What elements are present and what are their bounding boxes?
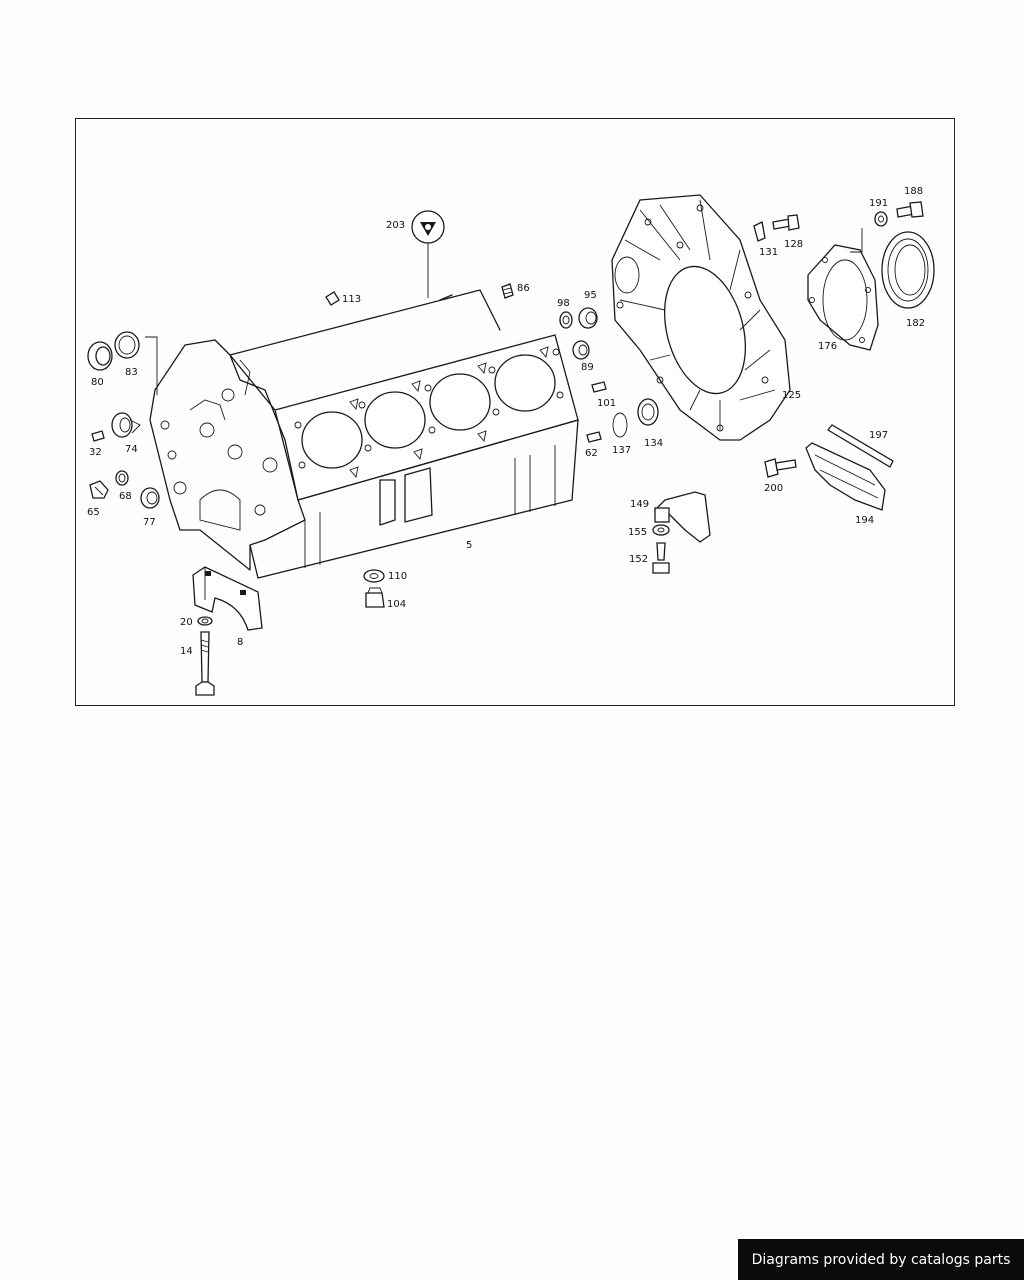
- pin-101: [591, 381, 607, 393]
- callout-101: 101: [597, 398, 616, 409]
- callout-155: 155: [628, 527, 647, 538]
- callout-32: 32: [89, 447, 102, 458]
- plug-65: [89, 480, 109, 499]
- pin-62: [586, 431, 602, 443]
- callout-labels: 203 113 86 98 95 89 101 62 137 134 80 83…: [87, 186, 925, 657]
- callout-20: 20: [180, 617, 193, 628]
- callout-68: 68: [119, 491, 132, 502]
- callout-95: 95: [584, 290, 597, 301]
- ring-137: [612, 412, 628, 438]
- callout-98: 98: [557, 298, 570, 309]
- ring-68: [115, 470, 129, 486]
- plug-104: [365, 587, 385, 608]
- ring-83: [114, 331, 140, 359]
- clip-131: [753, 221, 766, 242]
- callout-83: 83: [125, 367, 138, 378]
- bolt-200: [764, 458, 797, 478]
- engine-block: [149, 289, 579, 579]
- cap-bolt: [195, 631, 215, 696]
- plug-110: [363, 569, 385, 583]
- diagram-frame: [75, 118, 955, 706]
- callout-89: 89: [581, 362, 594, 373]
- credit-text: Diagrams provided by catalogs parts: [751, 1251, 1011, 1268]
- seal-80: [87, 341, 113, 371]
- callout-152: 152: [629, 554, 648, 565]
- callout-188: 188: [904, 186, 923, 197]
- callout-131: 131: [759, 247, 778, 258]
- callout-194: 194: [855, 515, 874, 526]
- callout-86: 86: [517, 283, 530, 294]
- callout-182: 182: [906, 318, 925, 329]
- callout-5: 5: [466, 540, 472, 551]
- seal-cover: [807, 244, 879, 351]
- callout-200: 200: [764, 483, 783, 494]
- plug-95: [578, 307, 598, 329]
- callout-65: 65: [87, 507, 100, 518]
- callout-110: 110: [388, 571, 407, 582]
- ring-98: [559, 311, 573, 329]
- callout-77: 77: [143, 517, 156, 528]
- washer-191: [874, 211, 888, 227]
- callout-62: 62: [585, 448, 598, 459]
- rear-seal: [881, 231, 935, 309]
- callout-113: 113: [342, 294, 361, 305]
- credit-banner: Diagrams provided by catalogs parts: [738, 1239, 1024, 1280]
- strip-197: [827, 424, 894, 468]
- washer: [197, 616, 213, 626]
- callout-80: 80: [91, 377, 104, 388]
- callout-197: 197: [869, 430, 888, 441]
- bolt-128: [772, 214, 800, 231]
- end-cover: [611, 194, 791, 441]
- plug-89: [572, 340, 590, 360]
- callout-125: 125: [782, 390, 801, 401]
- callout-14: 14: [180, 646, 193, 657]
- bracket-194: [805, 442, 886, 511]
- callout-191: 191: [869, 198, 888, 209]
- callout-137: 137: [612, 445, 631, 456]
- screw-86: [501, 283, 514, 299]
- callout-203: 203: [386, 220, 405, 231]
- seal-134: [637, 398, 659, 426]
- washer-155: [652, 524, 670, 536]
- callout-74: 74: [125, 444, 138, 455]
- callout-134: 134: [644, 438, 663, 449]
- plug-77: [140, 487, 160, 509]
- pin-32: [91, 430, 105, 442]
- callout-8: 8: [237, 637, 243, 648]
- plug-113: [325, 291, 340, 306]
- bolt-188: [896, 201, 924, 218]
- callout-176: 176: [818, 341, 837, 352]
- bearing-cap: [192, 566, 263, 631]
- callout-104: 104: [387, 599, 406, 610]
- bolt-152: [652, 542, 670, 574]
- callout-149: 149: [630, 499, 649, 510]
- plug-203: [411, 210, 445, 298]
- plug-74: [111, 412, 141, 438]
- bracket-149: [653, 491, 711, 543]
- callout-128: 128: [784, 239, 803, 250]
